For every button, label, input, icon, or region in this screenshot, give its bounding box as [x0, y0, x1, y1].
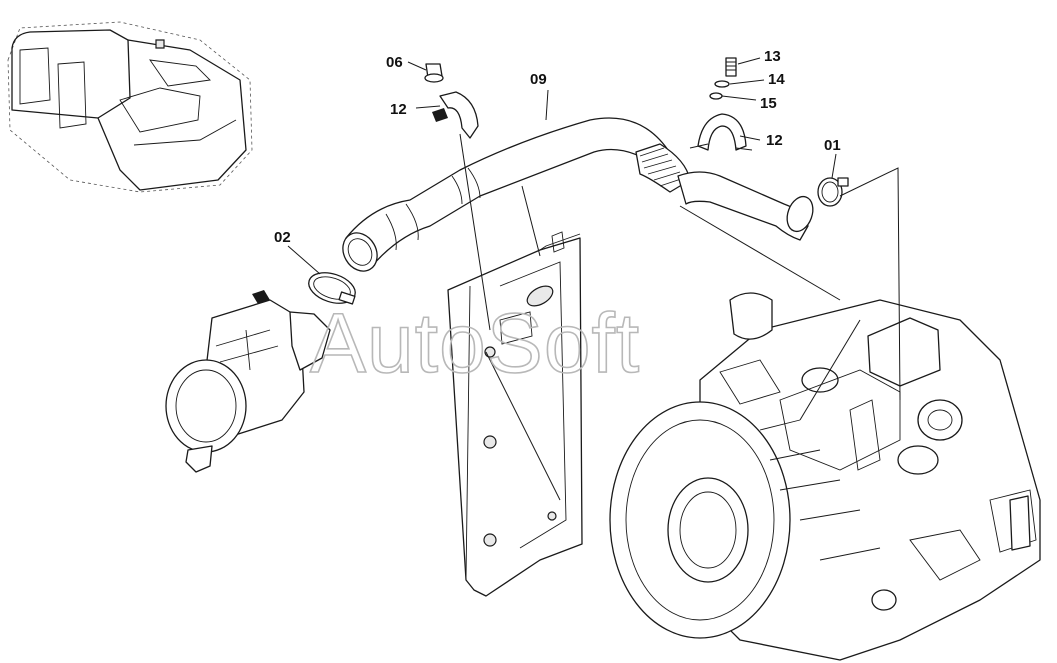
callout-09: 09 [530, 71, 547, 88]
callout-14: 14 [768, 71, 785, 88]
bracket-12-left [432, 91, 479, 139]
watermark-text: AutoSoft [310, 296, 640, 390]
engine-assembly [609, 292, 1041, 661]
excavator-locator-icon [7, 21, 253, 193]
callout-labels: 06 12 09 13 14 15 12 01 02 [274, 48, 841, 246]
callout-leaders [287, 57, 837, 275]
bolt-13 [725, 57, 737, 77]
callout-15: 15 [760, 95, 777, 112]
assembly-lines [459, 133, 901, 501]
washer-14 [714, 80, 730, 88]
callout-02: 02 [274, 229, 291, 246]
hose-clamp-01 [817, 177, 849, 207]
intake-duct-09 [342, 117, 814, 272]
mounting-plate [447, 231, 583, 597]
callout-12-left: 12 [390, 101, 407, 118]
callout-01: 01 [824, 137, 841, 154]
callout-13: 13 [764, 48, 781, 65]
callout-12-right: 12 [766, 132, 783, 149]
bolt-06 [424, 63, 444, 83]
air-cleaner [165, 290, 331, 473]
lock-washer-15 [709, 92, 723, 100]
bracket-12-right [689, 113, 753, 151]
hose-clamp-02 [308, 272, 356, 305]
callout-06: 06 [386, 54, 403, 71]
